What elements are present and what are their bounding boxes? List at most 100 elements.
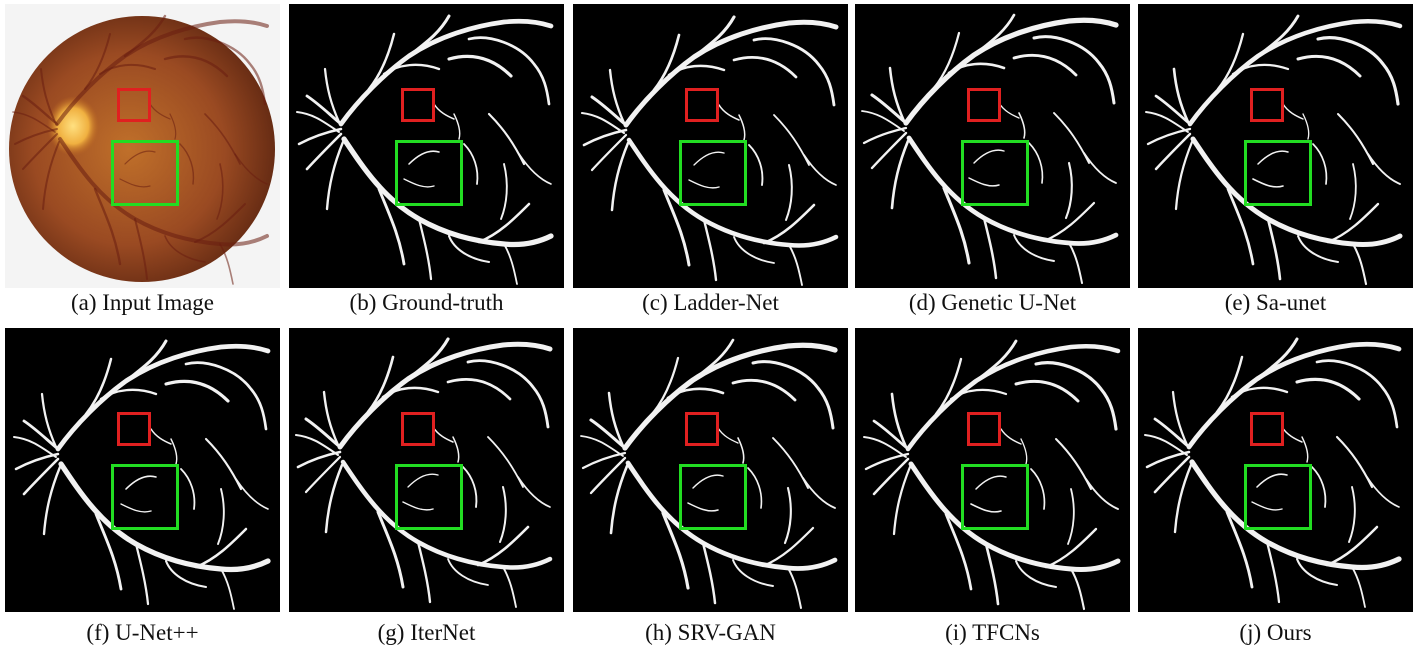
vessel-segment — [932, 31, 961, 90]
vessel-segment — [134, 542, 150, 606]
vessel-segment — [518, 153, 552, 185]
vessel-segment — [58, 461, 271, 573]
fundus-vessel — [169, 113, 177, 140]
fundus-vessel — [42, 141, 60, 210]
vessel-segment — [1020, 438, 1028, 465]
vessel-segment — [180, 468, 196, 510]
fundus-vessel — [194, 203, 246, 243]
vessel-segment — [973, 149, 1005, 164]
vessel-segment — [701, 541, 717, 605]
vessel-tree — [294, 337, 553, 608]
vessel-segment — [337, 341, 553, 450]
vessel-segment — [731, 378, 797, 402]
vessel-tree — [863, 339, 1121, 611]
vessel-map-image — [1138, 4, 1413, 288]
vessel-segment — [453, 113, 461, 140]
vessel-segment — [982, 216, 998, 280]
vessel-segment — [1083, 152, 1117, 184]
vessel-segment — [462, 466, 478, 508]
vessel-tree — [1145, 14, 1403, 286]
vessel-segment — [341, 136, 554, 248]
panel-a — [5, 4, 280, 288]
vessel-segment — [1012, 53, 1078, 77]
vessel-segment — [1000, 428, 1022, 445]
vessel-segment — [1367, 153, 1401, 185]
vessel-tree — [580, 338, 838, 609]
caption-d: (d) Genetic U-Net — [908, 290, 1077, 315]
caption-i: (i) TFCNs — [945, 620, 1040, 645]
vessel-segment — [94, 512, 123, 591]
vessel-segment — [120, 503, 152, 513]
vessel-segment — [1215, 355, 1244, 414]
vessel-segment — [1231, 63, 1290, 76]
vessel-segment — [42, 465, 62, 536]
vessel-segment — [1315, 359, 1399, 429]
vessel-map-image — [1138, 328, 1413, 612]
vessel-segment — [1145, 111, 1189, 133]
vessel-segment — [892, 465, 912, 536]
vessel-segment — [1256, 14, 1300, 58]
vessel-segment — [323, 67, 341, 124]
vessel-segment — [1351, 242, 1368, 286]
vessel-segment — [870, 131, 908, 170]
fundus-vessel — [179, 143, 195, 185]
vessel-segment — [975, 475, 1007, 490]
vessel-segment — [382, 63, 441, 76]
vessel-segment — [666, 387, 725, 400]
vessel-segment — [607, 391, 625, 448]
panel-e — [1138, 4, 1413, 288]
vessel-segment — [406, 337, 450, 381]
fundus-vessel — [22, 133, 58, 170]
vessel-segment — [944, 512, 973, 591]
vessel-segment — [366, 355, 395, 414]
vessel-segment — [1282, 103, 1304, 120]
vessel-segment — [949, 388, 1008, 401]
vessel-segment — [751, 360, 835, 430]
vessel-segment — [580, 111, 626, 135]
vessel-segment — [14, 452, 60, 471]
vessel-segment — [1174, 140, 1194, 211]
vessel-segment — [1348, 486, 1356, 543]
vessel-segment — [610, 141, 630, 212]
panel-h — [573, 328, 848, 612]
vessel-segment — [1255, 337, 1299, 381]
vessel-segment — [433, 103, 455, 120]
vessel-segment — [184, 361, 268, 431]
caption-h: (h) SRV-GAN — [645, 620, 776, 645]
vessel-segment — [22, 457, 60, 496]
vessel-segment — [974, 339, 1018, 383]
caption-c: (c) Ladder-Net — [642, 290, 779, 315]
vessel-segment — [1230, 386, 1289, 399]
vessel-segment — [773, 114, 810, 166]
vessel-segment — [861, 110, 905, 132]
vessel-segment — [500, 163, 508, 220]
vessel-segment — [324, 463, 344, 534]
vessel-segment — [40, 392, 58, 449]
vessel-segment — [752, 37, 836, 107]
vessel-segment — [1312, 143, 1328, 185]
vessel-map-image — [289, 4, 564, 288]
vessel-segment — [783, 486, 792, 545]
vessel-segment — [1044, 527, 1098, 569]
vessel-segment — [416, 540, 432, 604]
vessel-segment — [623, 19, 839, 128]
vessel-segment — [1069, 567, 1086, 611]
vessel-segment — [84, 357, 113, 416]
vessel-segment — [452, 436, 460, 463]
vessel-segment — [581, 451, 627, 470]
vessel-segment — [693, 151, 725, 166]
vessel-segment — [1301, 436, 1309, 463]
fundus-vessel — [216, 163, 224, 220]
vessel-segment — [377, 187, 406, 266]
vessel-segment — [376, 510, 405, 589]
vessel-segment — [402, 501, 434, 511]
fundus-vessel — [234, 153, 268, 185]
vessel-segment — [381, 386, 440, 399]
vessel-segment — [732, 559, 774, 587]
caption-g: (g) IterNet — [377, 620, 476, 645]
vessel-map-image — [5, 328, 280, 612]
vessel-segment — [466, 359, 550, 429]
vessel-segment — [503, 243, 518, 285]
vessel-segment — [688, 179, 720, 189]
vessel-segment — [99, 388, 158, 401]
